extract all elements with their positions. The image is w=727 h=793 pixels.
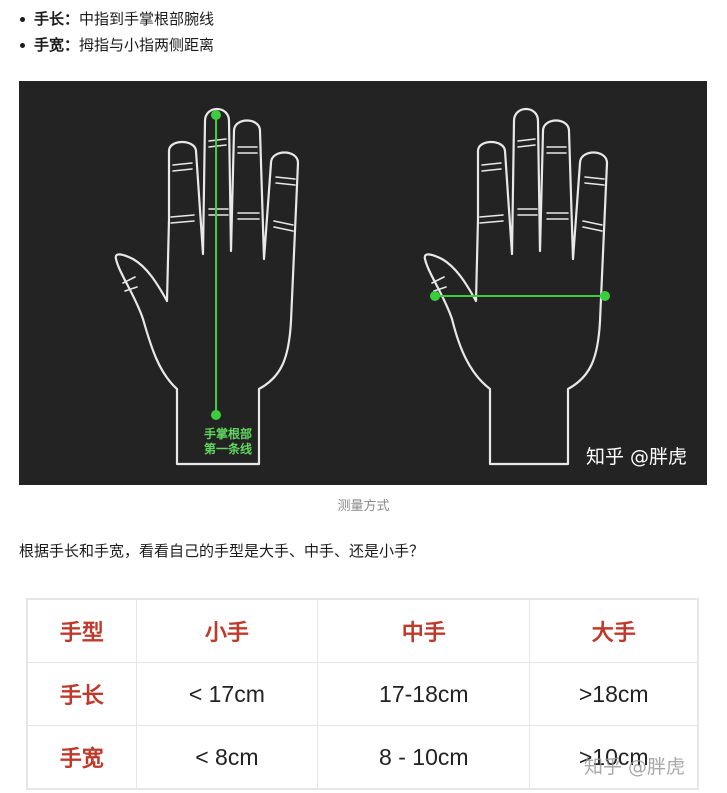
table-cell: >10cm [529,725,699,790]
bullet-hand-width: 手宽： 拇指与小指两侧距离 [18,32,214,58]
bullet-dot [20,42,25,48]
left-hand-outline [114,107,300,414]
table-header-cell: 大手 [529,598,699,663]
question-text: 根据手长和手宽，看看自己的手型是大手、中手、还是小手？ [19,542,425,560]
hand-illustration: 手掌根部 第一条线 [114,107,610,466]
table-header-cell: 中手 [317,598,531,663]
table-cell: < 17cm [135,662,319,726]
table-cell: 17-18cm [317,662,531,726]
length-start-point [211,110,221,120]
finger-creases-right [431,138,605,292]
table-cell: >18cm [529,662,699,726]
right-hand-outline [423,107,609,414]
width-end-point [600,291,610,301]
finger-creases-left [122,138,296,292]
length-measure [211,110,221,420]
left-wrist [175,410,261,466]
measurement-figure: 手掌根部 第一条线 知乎 @胖虎 [19,81,707,485]
bottom-watermark: 知乎 @胖虎 [584,756,686,778]
hand-size-table: 手型 小手 中手 大手 手长 < 17cm 17-18cm >18cm 手宽 <… [26,598,699,790]
wrist-label-line1: 手掌根部 [204,426,252,441]
table-header-cell: 手型 [26,598,137,663]
figure-caption: 测量方式 [337,499,390,514]
table-row: 手宽 < 8cm 8 - 10cm >10cm [26,725,699,790]
term-separator: ： [64,10,80,28]
desc-hand-length: 中指到手掌根部腕线 [79,10,215,28]
table-header-cell: 小手 [135,598,319,663]
term-hand-length: 手长 [34,10,65,28]
row-label-hand-length: 手长 [26,662,137,726]
right-wrist [488,410,570,466]
table-cell: < 8cm [135,725,319,790]
table-row: 手长 < 17cm 17-18cm >18cm [26,662,699,726]
table-header-row: 手型 小手 中手 大手 [26,598,699,663]
length-end-point [211,410,221,420]
term-separator: ： [64,36,80,54]
term-hand-width: 手宽 [34,36,65,54]
desc-hand-width: 拇指与小指两侧距离 [79,36,215,54]
figure-watermark: 知乎 @胖虎 [585,446,687,468]
wrist-label-line2: 第一条线 [204,441,252,456]
bullet-hand-length: 手长： 中指到手掌根部腕线 [18,6,214,32]
row-label-hand-width: 手宽 [26,725,137,790]
table-cell: 8 - 10cm [317,725,531,790]
width-measure [430,291,610,301]
width-start-point [430,291,440,301]
bullet-dot [20,16,25,22]
measurement-definitions: 手长： 中指到手掌根部腕线 手宽： 拇指与小指两侧距离 [18,6,214,58]
